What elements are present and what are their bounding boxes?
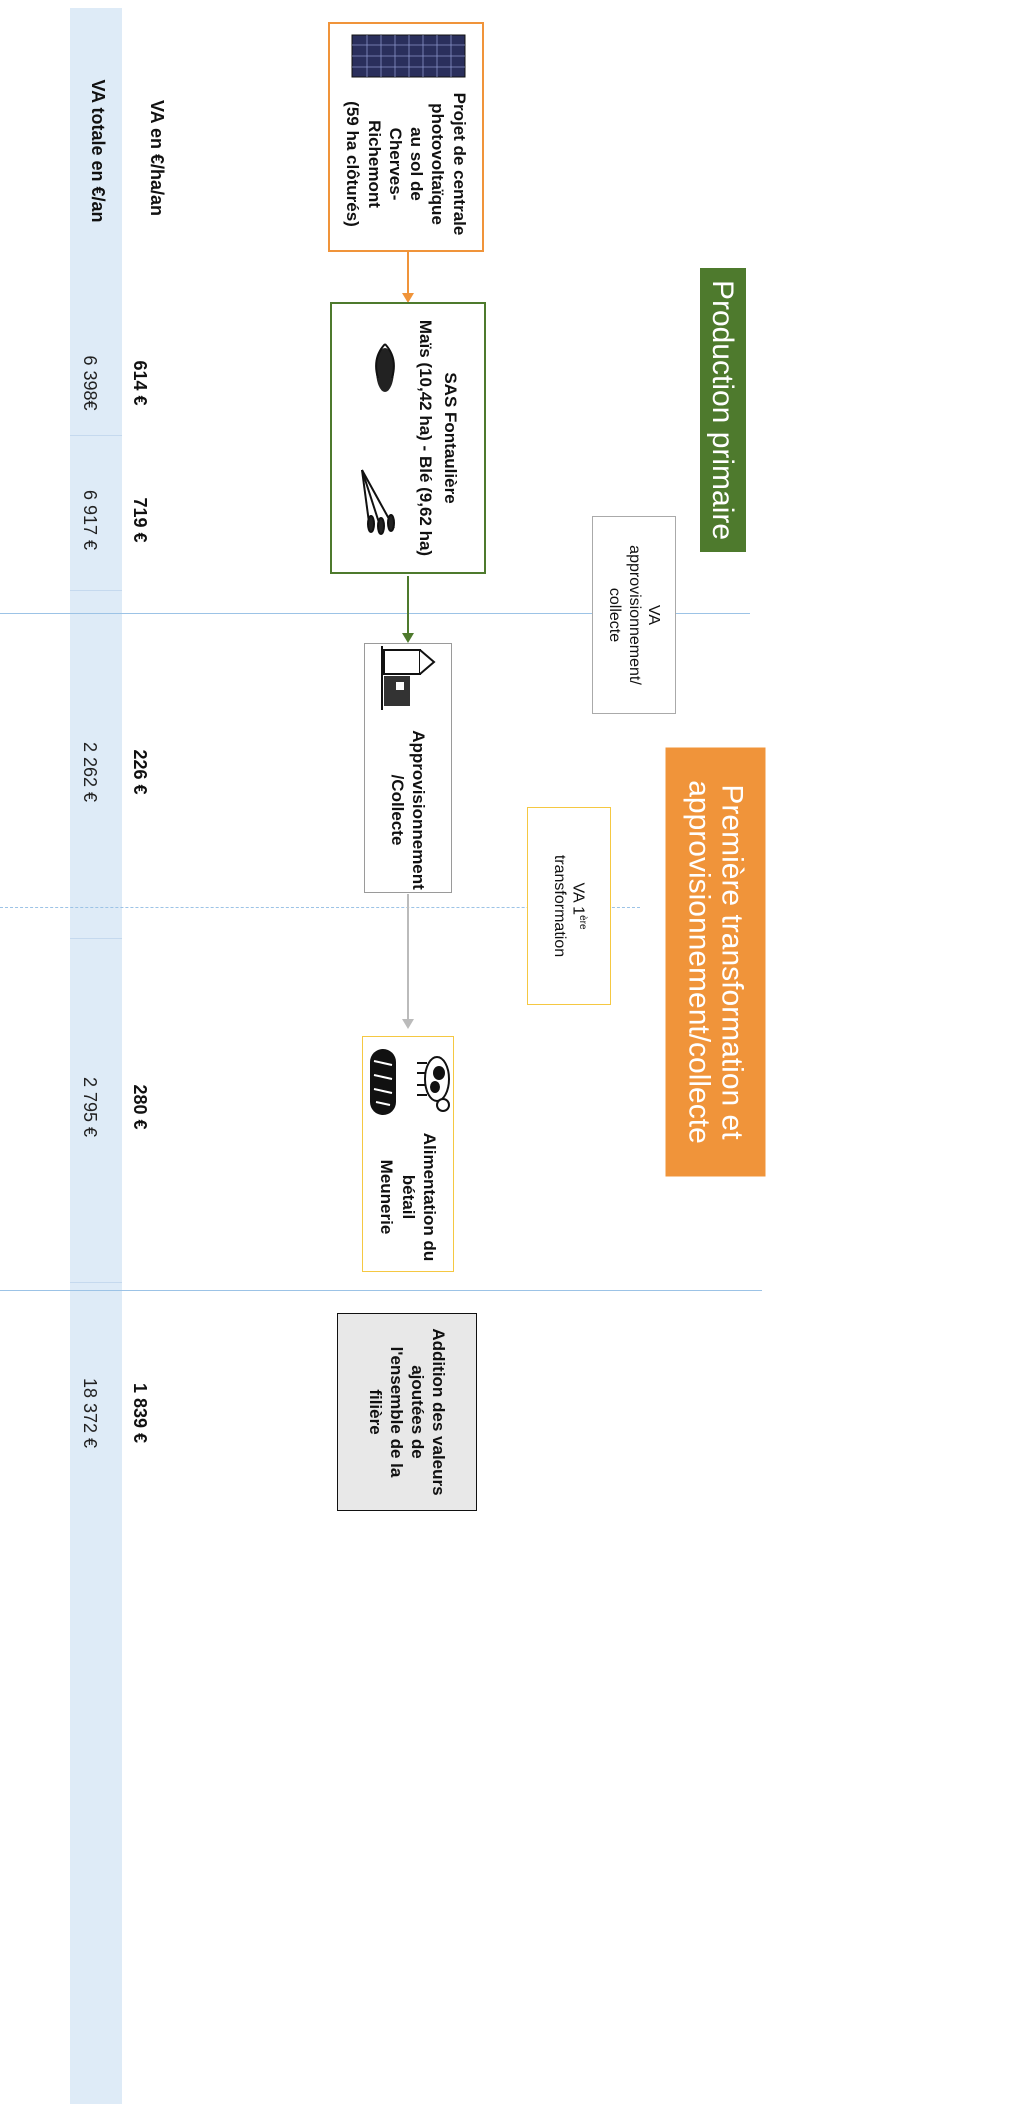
addition-line-4: filière <box>365 1389 385 1435</box>
box-solar-project: Projet de centrale photovoltaïque au sol… <box>328 22 484 252</box>
section-separator-line <box>0 907 640 908</box>
table-row-divider <box>70 938 122 939</box>
va-transfo-line-2: transformation <box>550 854 568 958</box>
solar-line-1: Projet de centrale <box>449 92 469 236</box>
va-transfo-sup: ère <box>577 915 589 930</box>
collecte-line-2: /Collecte <box>388 774 407 846</box>
va-collecte-line-2: approvisionnement/ <box>625 545 643 685</box>
box-approvisionnement-collecte: Approvisionnement /Collecte <box>364 643 452 893</box>
alimentation-line-3: Meunerie <box>377 1159 397 1235</box>
va-collecte-line-3: collecte <box>606 587 624 643</box>
alimentation-line-1: Alimentation du <box>419 1132 439 1262</box>
silo-icon <box>374 646 441 711</box>
header-va-per-ha: VA en €/ha/an <box>147 99 168 217</box>
sas-crops: Maïs (10,42 ha) - Blé (9,62 ha) <box>415 319 435 557</box>
alimentation-line-2: bétail <box>398 1174 418 1220</box>
addition-line-2: ajoutées de <box>408 1365 428 1459</box>
value-per-ha: 1 839 € <box>130 1382 151 1444</box>
box-addition-valeurs: Addition des valeurs ajoutées de l'ensem… <box>337 1313 477 1511</box>
section-separator-line <box>0 1290 762 1291</box>
va-transformation-label: VA 1ère transformation <box>527 807 611 1005</box>
header-va-total: VA totale en €/an <box>88 79 109 223</box>
table-column-background <box>70 8 122 2104</box>
solar-panel-icon <box>346 34 466 78</box>
value-total: 2 262 € <box>80 741 101 803</box>
value-per-ha: 614 € <box>130 360 151 406</box>
va-collecte-line-1: VA <box>644 604 662 626</box>
section-separator-line <box>0 613 750 614</box>
arrow-collecte-to-alimentation <box>407 894 409 1020</box>
corn-icon <box>355 338 400 398</box>
value-total: 6 398€ <box>80 355 101 411</box>
value-total: 2 795 € <box>80 1076 101 1138</box>
arrow-head <box>402 633 414 643</box>
arrow-sas-to-collecte <box>407 576 409 634</box>
sas-title: SAS Fontaulière <box>440 372 460 504</box>
table-row-divider <box>70 1282 122 1283</box>
value-per-ha: 226 € <box>130 749 151 795</box>
solar-line-5: (59 ha clôturés) <box>343 101 363 227</box>
va-collecte-label: VA approvisionnement/ collecte <box>592 516 676 714</box>
va-transfo-prefix: VA 1 <box>570 882 588 916</box>
box-sas-fontauliere: SAS Fontaulière Maïs (10,42 ha) - Blé (9… <box>330 302 486 574</box>
bread-icon <box>361 1047 400 1117</box>
solar-line-3: au sol de <box>407 127 427 201</box>
arrow-head <box>402 293 414 303</box>
band-premiere-transformation: Première transformation et approvisionne… <box>665 747 766 1177</box>
arrow-head <box>402 1019 414 1029</box>
solar-line-4: Cherves-Richemont <box>364 120 405 208</box>
value-total: 6 917 € <box>80 489 101 551</box>
arrow-solar-to-sas <box>407 250 409 294</box>
band-production-primaire: Production primaire <box>700 268 746 552</box>
collecte-line-1: Approvisionnement <box>409 730 429 890</box>
cow-icon <box>410 1051 455 1113</box>
table-row-divider <box>70 435 122 436</box>
value-total: 18 372 € <box>80 1377 101 1449</box>
addition-line-3: l'ensemble de la <box>387 1346 406 1478</box>
value-per-ha: 719 € <box>130 497 151 543</box>
addition-line-1: Addition des valeurs <box>429 1328 449 1496</box>
solar-line-2: photovoltaïque <box>428 103 448 225</box>
value-per-ha: 280 € <box>130 1084 151 1130</box>
wheat-icon <box>355 468 400 538</box>
box-alimentation-meunerie: Alimentation du bétail Meunerie <box>362 1036 454 1272</box>
va-transfo-line-1: VA 1ère <box>569 882 589 930</box>
table-row-divider <box>70 590 122 591</box>
